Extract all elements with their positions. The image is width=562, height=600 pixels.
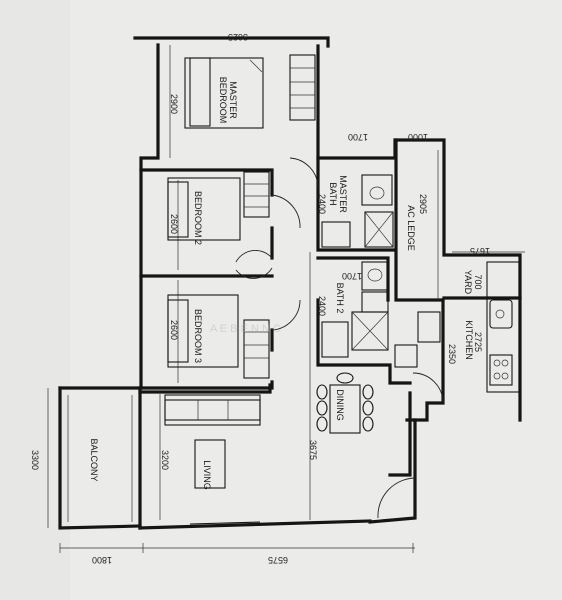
watermark: A E B E N N C: [210, 323, 281, 335]
dim-2350: 2350: [447, 344, 457, 364]
dim-3625: 3625: [228, 32, 248, 42]
label-bedroom-3: BEDROOM 3: [193, 309, 203, 363]
dining-table: [316, 372, 374, 434]
dimension-labels: 3625 2900 1700 1000 2400 2905 1675 2600 …: [30, 32, 490, 565]
master-bedroom: [184, 54, 319, 189]
dim-1675: 1675: [470, 246, 490, 256]
label-master-bath: MASTERBATH: [328, 175, 348, 213]
dim-1700: 1700: [348, 132, 368, 142]
dim-3300: 3300: [30, 450, 40, 470]
label-dining: DINING: [335, 389, 345, 421]
label-ac-ledge: AC LEDGE: [406, 205, 416, 251]
bath-2: [321, 261, 389, 358]
bedroom-3: [167, 267, 301, 379]
label-living: LIVING: [202, 460, 212, 490]
label-master-bedroom: MASTERBEDROOM: [218, 77, 238, 124]
dim-3200: 3200: [160, 450, 170, 470]
dim-2725: 2725: [473, 332, 483, 352]
dim-700: 700: [473, 274, 483, 289]
master-bath: [321, 174, 394, 248]
dim-1800: 1800: [92, 555, 112, 565]
dim-2600a: 2600: [169, 214, 179, 234]
dim-2600b: 2600: [169, 320, 179, 340]
label-bath-2: BATH 2: [335, 283, 345, 314]
dim-2905: 2905: [418, 194, 428, 214]
dimension-lines: [47, 45, 525, 553]
label-kitchen: KITCHEN: [464, 320, 474, 360]
bedroom-2: [167, 171, 301, 263]
outer-walls: [58, 36, 522, 530]
label-bedroom-2: BEDROOM 2: [193, 191, 203, 245]
dim-2400b: 2400: [317, 296, 327, 316]
label-balcony: BALCONY: [89, 438, 99, 481]
dim-1700b: 1700: [342, 271, 362, 281]
balcony-area: [67, 395, 133, 522]
label-yard: YARD: [463, 270, 473, 295]
room-labels: MASTERBEDROOM BEDROOM 2 BEDROOM 3 MASTER…: [89, 77, 474, 490]
dim-3675: 3675: [308, 440, 318, 460]
dim-1000: 1000: [408, 132, 428, 142]
dim-2900: 2900: [169, 94, 179, 114]
kitchen: [394, 261, 520, 404]
dim-2400a: 2400: [317, 194, 327, 214]
interior-walls: [138, 138, 522, 394]
dim-6575: 6575: [268, 555, 288, 565]
living-room: [164, 394, 416, 525]
